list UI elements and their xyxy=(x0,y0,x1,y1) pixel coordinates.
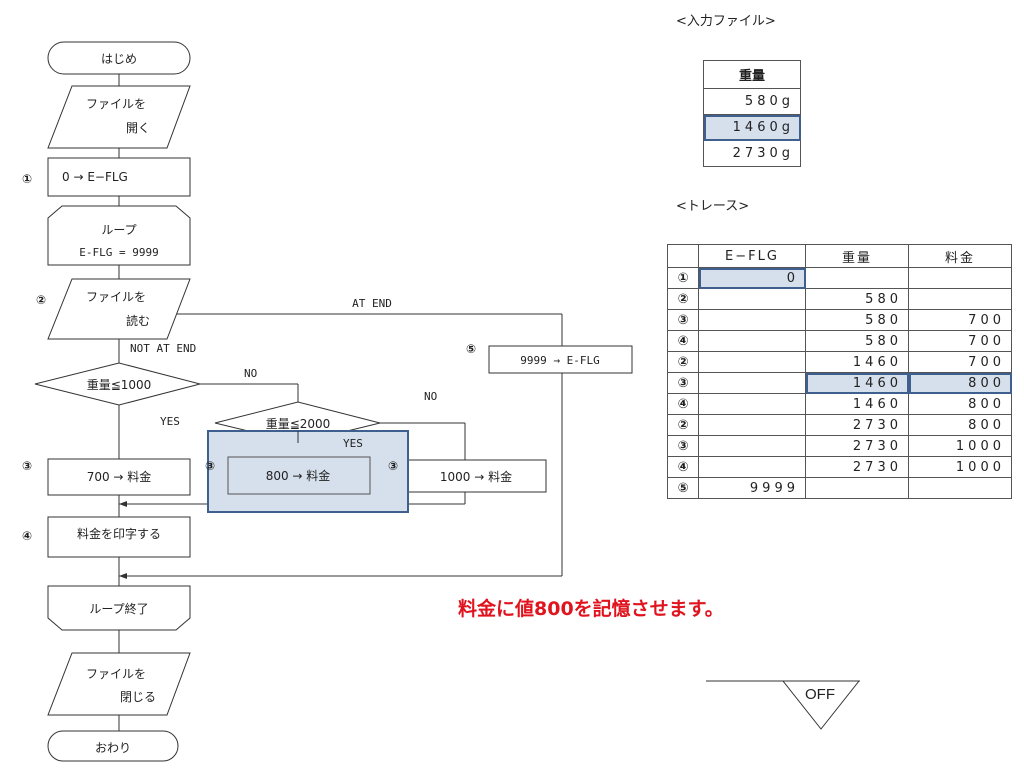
marker-2: ② xyxy=(36,293,46,307)
open-file-io xyxy=(47,85,191,149)
loop-end xyxy=(47,585,191,631)
loop-cond: E-FLG = 9999 xyxy=(79,246,158,259)
trace-header-fee: 料金 xyxy=(908,244,1012,268)
at-end-label: AT END xyxy=(352,297,392,310)
set-flag-label: 9999 → E-FLG xyxy=(520,354,599,367)
start-terminal xyxy=(47,41,191,75)
init-label: 0 → E−FLG xyxy=(62,170,128,184)
init-process xyxy=(47,157,191,197)
fee700-process xyxy=(47,458,191,496)
set-flag-process xyxy=(488,345,633,374)
off-label: OFF xyxy=(805,686,835,703)
input-file-header: 重量 xyxy=(703,60,801,89)
yes1-label: YES xyxy=(160,415,180,428)
cond2-label: 重量≦2000 xyxy=(266,417,331,431)
yes2-label: YES xyxy=(343,437,363,450)
close-file-io xyxy=(47,652,191,716)
fee1000-label: 1000 → 料金 xyxy=(440,469,512,484)
not-at-end-label: NOT AT END xyxy=(130,342,196,355)
loop-title: ループ xyxy=(101,223,136,237)
print-process xyxy=(47,516,191,558)
fee800-process xyxy=(227,456,371,495)
trace-header-weight: 重量 xyxy=(805,244,909,268)
loop-end-label: ループ終了 xyxy=(89,601,148,616)
marker-1: ① xyxy=(22,172,32,186)
open-label-2: 開く xyxy=(126,121,150,135)
trace-title: <トレース> xyxy=(676,199,750,214)
close-label-2: 閉じる xyxy=(120,690,156,704)
input-row-highlighted: 1460g xyxy=(703,114,801,141)
marker-3b: ③ xyxy=(205,459,215,473)
open-label-1: ファイルを xyxy=(86,97,146,111)
read-file-io xyxy=(47,278,191,340)
input-row: 2730g xyxy=(703,140,801,167)
input-file-table: 重量 580g 1460g 2730g xyxy=(703,60,801,167)
fee1000-process xyxy=(405,459,547,493)
print-label: 料金を印字する xyxy=(77,526,161,541)
cond1-label: 重量≦1000 xyxy=(87,378,152,392)
fee800-label: 800 → 料金 xyxy=(266,468,331,483)
end-label: おわり xyxy=(95,741,131,755)
read-label-1: ファイルを xyxy=(86,290,146,304)
cond1-decision xyxy=(34,362,202,406)
status-message: 料金に値800を記憶させます。 xyxy=(458,598,724,620)
no2-label: NO xyxy=(424,390,437,403)
read-label-2: 読む xyxy=(126,313,150,328)
off-toggle[interactable] xyxy=(781,680,861,730)
loop-start xyxy=(47,205,191,266)
fee700-label: 700 → 料金 xyxy=(87,469,152,484)
marker-3c: ③ xyxy=(388,459,398,473)
start-label: はじめ xyxy=(101,52,137,66)
no1-label: NO xyxy=(244,367,257,380)
end-terminal xyxy=(47,730,179,762)
trace-header-step xyxy=(667,244,699,268)
input-row: 580g xyxy=(703,88,801,115)
marker-3a: ③ xyxy=(22,459,32,473)
close-label-1: ファイルを xyxy=(86,667,146,681)
trace-header-eflg: E−FLG xyxy=(698,244,806,268)
input-file-title: <入力ファイル> xyxy=(676,14,776,29)
marker-4: ④ xyxy=(22,529,32,543)
marker-5: ⑤ xyxy=(466,342,476,356)
